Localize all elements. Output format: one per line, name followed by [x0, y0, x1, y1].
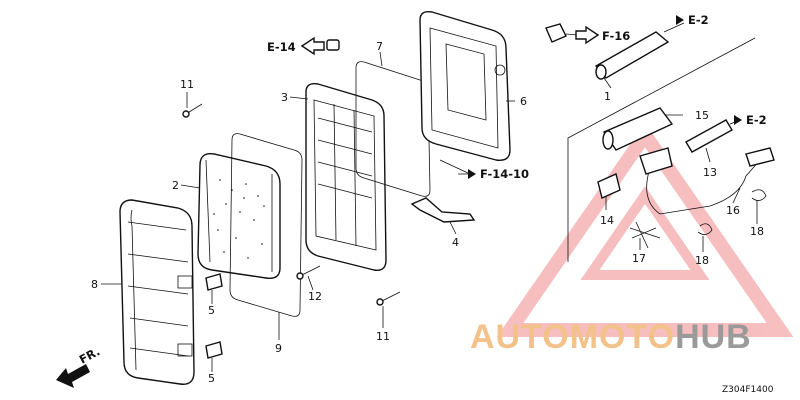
element-frame: [305, 82, 387, 271]
part-label-1: 1: [604, 90, 611, 103]
hose-13: [685, 119, 733, 153]
ref-arrow-f1410: [468, 169, 476, 179]
part-label-5b: 5: [208, 372, 215, 385]
part-label-2: 2: [172, 179, 179, 192]
part-label-7: 7: [376, 40, 383, 53]
bolt-12: [296, 265, 321, 280]
ref-f16: F-16: [602, 29, 630, 43]
part-label-5a: 5: [208, 304, 215, 317]
air-cleaner-case: [419, 10, 511, 161]
collar-14: [597, 173, 621, 199]
air-cleaner-cover: [119, 199, 195, 385]
clip-5-lower: [205, 341, 223, 359]
grommet-left: [326, 39, 340, 51]
watermark-text: AUTOMOTOHUB: [470, 318, 752, 356]
part-label-11b: 11: [376, 330, 390, 343]
part-label-13: 13: [703, 166, 717, 179]
ref-arrow-e2-right: [734, 115, 742, 125]
part-label-18b: 18: [750, 225, 764, 238]
front-label: FR.: [77, 344, 102, 366]
watermark-text-a: AUTOMOTO: [470, 318, 675, 356]
ref-arrow-e2-top: [676, 15, 684, 25]
callout-bracket: [567, 37, 756, 262]
part-label-6: 6: [520, 95, 527, 108]
part-label-15: 15: [695, 109, 709, 122]
bolt-11-bottom: [376, 291, 401, 306]
grommet-right: [545, 23, 567, 43]
upper-gasket: [355, 61, 431, 197]
ref-f1410: F-14-10: [480, 167, 529, 181]
part-label-11a: 11: [180, 78, 194, 91]
ref-e2-top: E-2: [688, 13, 709, 27]
part-label-8: 8: [91, 278, 98, 291]
breather-tube: [594, 31, 670, 80]
clip-18-right: [751, 189, 767, 201]
bolt-11-top: [182, 103, 203, 118]
ref-e2-right: E-2: [746, 113, 767, 127]
watermark-triangle: [496, 122, 794, 337]
sleeve-15: [602, 107, 674, 151]
part-label-16: 16: [726, 204, 740, 217]
part-label-17: 17: [632, 252, 646, 265]
clip-5-upper: [205, 273, 223, 291]
part-label-4: 4: [452, 236, 459, 249]
part-label-18a: 18: [695, 254, 709, 267]
air-filter-element: [197, 153, 281, 279]
watermark-text-b: HUB: [675, 318, 752, 356]
clip-18-left: [697, 223, 713, 235]
part-label-12: 12: [308, 290, 322, 303]
part-label-9: 9: [275, 342, 282, 355]
ref-e14: E-14: [267, 40, 296, 54]
front-direction-arrow: [56, 364, 90, 388]
part-label-3: 3: [281, 91, 288, 104]
part-label-14: 14: [600, 214, 614, 227]
harness-16: [639, 147, 775, 215]
clamp-17: [629, 221, 661, 249]
gasket: [229, 133, 303, 317]
ref-arrow-f16: [575, 25, 600, 45]
ref-arrow-e14: [300, 36, 325, 56]
stay-bracket: [410, 197, 476, 223]
diagram-code: Z304F1400: [722, 385, 774, 395]
